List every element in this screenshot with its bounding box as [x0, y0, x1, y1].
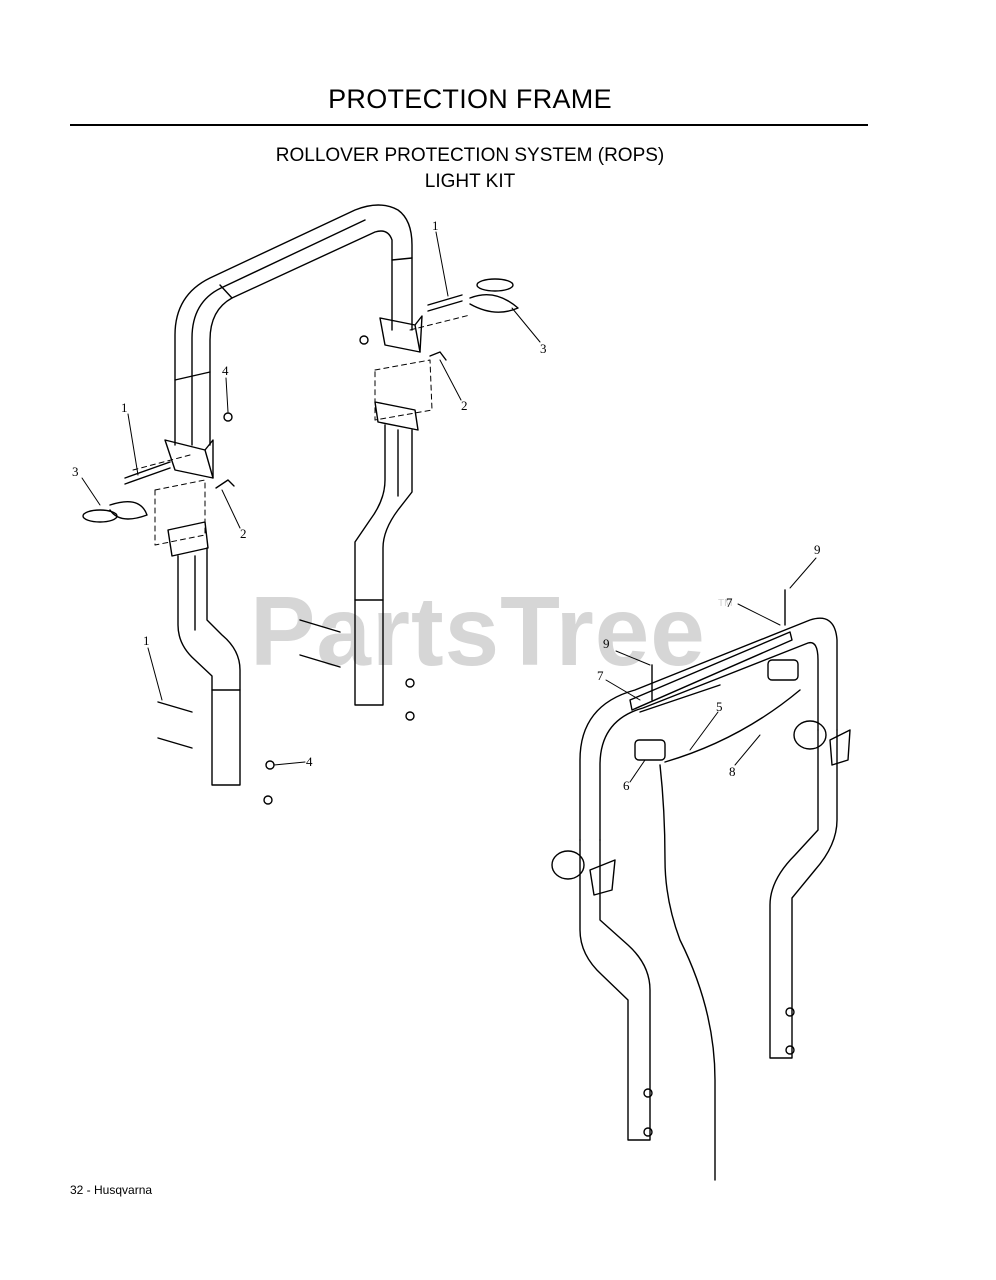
rops-assembled-with-light-kit [551, 589, 851, 1181]
callout-9-kit-right: 9 [814, 542, 821, 557]
diagram-subtitle-kit: LIGHT KIT [424, 171, 516, 192]
callout-2-left: 2 [240, 526, 247, 541]
callout-1-left-top: 1 [121, 400, 128, 415]
callout-4-left-top: 4 [222, 363, 229, 378]
callout-4-left-bottom: 4 [306, 754, 313, 769]
rops-lower-right-leg [354, 401, 419, 706]
watermark-tm: TM [718, 598, 733, 609]
rops-upper-hoop [164, 204, 423, 479]
alignment-guides [132, 314, 471, 546]
callout-2-right: 2 [461, 398, 468, 413]
callout-9-kit-left: 9 [603, 636, 610, 651]
callout-5-kit: 5 [716, 699, 723, 714]
callout-8-kit: 8 [729, 764, 736, 779]
hardware-right [299, 278, 519, 721]
diagram-subtitle: ROLLOVER PROTECTION SYSTEM (ROPS) [275, 145, 665, 166]
callout-7-kit-left: 7 [597, 668, 604, 683]
watermark: PartsTree [250, 576, 706, 686]
callout-3-right: 3 [540, 341, 547, 356]
page-title: PROTECTION FRAME [328, 84, 612, 114]
callout-1-right: 1 [432, 218, 439, 233]
callout-3-left: 3 [72, 464, 79, 479]
rops-lower-left-leg [167, 521, 241, 786]
callout-7-kit-right: 7 [726, 595, 733, 610]
hardware-left [82, 412, 275, 805]
callout-1-left-bottom: 1 [143, 633, 150, 648]
callout-leaders [81, 231, 817, 783]
title-rule [70, 124, 868, 126]
page-footer: 32 - Husqvarna [70, 1183, 153, 1197]
callout-6-kit: 6 [623, 778, 630, 793]
